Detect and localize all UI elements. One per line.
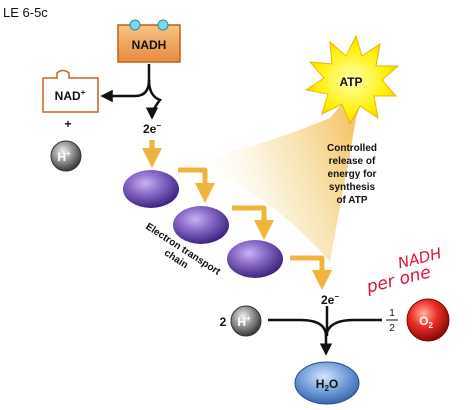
energy-release-cone (190, 96, 363, 262)
electron-flow-arrows (142, 140, 332, 290)
o2-molecule: O2 (406, 298, 450, 342)
fraction-numerator: 1 (389, 308, 395, 319)
arrow-to-nad (100, 64, 151, 103)
protein-complex-2 (173, 206, 229, 244)
arrow-to-2e (145, 79, 163, 120)
etc-proteins (123, 170, 283, 278)
arrow-from-h-plus (268, 318, 333, 356)
plus-sign: + (64, 117, 71, 131)
flow-arrow-3 (232, 205, 274, 240)
protein-complex-1 (123, 170, 179, 208)
nadh-label: NADH (132, 38, 167, 52)
two-electrons-top: 2e− (143, 121, 161, 136)
figure-label: LE 6-5c (3, 5, 48, 20)
nadh-bead-right (157, 19, 169, 31)
release-caption-line-1: Controlled (327, 143, 377, 154)
h-plus-bottom-label: H+ (237, 314, 251, 329)
arrow-from-o2 (324, 318, 382, 337)
water-molecule: H2O (294, 361, 360, 405)
nad-plus-box: NAD+ (42, 69, 99, 113)
release-caption: Controlled release of energy for synthes… (327, 143, 377, 206)
fraction-denominator: 2 (389, 323, 395, 334)
protein-complex-3 (227, 240, 283, 278)
release-caption-line-2: release of (329, 156, 376, 167)
handwritten-note: per one NADH (364, 244, 444, 298)
h-plus-coefficient: 2 (220, 315, 227, 329)
atp-starburst: ATP (304, 34, 400, 126)
nadh-bead-left (129, 19, 141, 31)
water-label: H2O (316, 377, 338, 393)
nad-plus-label: NAD+ (55, 88, 86, 103)
h-plus-ion-bottom: H+ (230, 305, 262, 337)
o2-label: O2 (419, 314, 433, 330)
release-caption-line-3: energy for (328, 169, 377, 180)
nadh-oxidation-arrows (100, 64, 163, 120)
water-formation-arrows (268, 306, 382, 356)
nadh-box: NADH (117, 19, 181, 63)
h-plus-ion-top: H+ (50, 140, 82, 172)
atp-label: ATP (339, 75, 362, 89)
release-caption-line-4: synthesis (329, 182, 376, 193)
flow-arrow-4 (290, 255, 332, 290)
two-electrons-bottom: 2e− (321, 292, 339, 307)
half-fraction: 1 2 (386, 308, 398, 334)
flow-arrow-2 (178, 167, 215, 203)
release-caption-line-5: of ATP (336, 195, 367, 206)
h-plus-top-label: H+ (57, 149, 71, 164)
